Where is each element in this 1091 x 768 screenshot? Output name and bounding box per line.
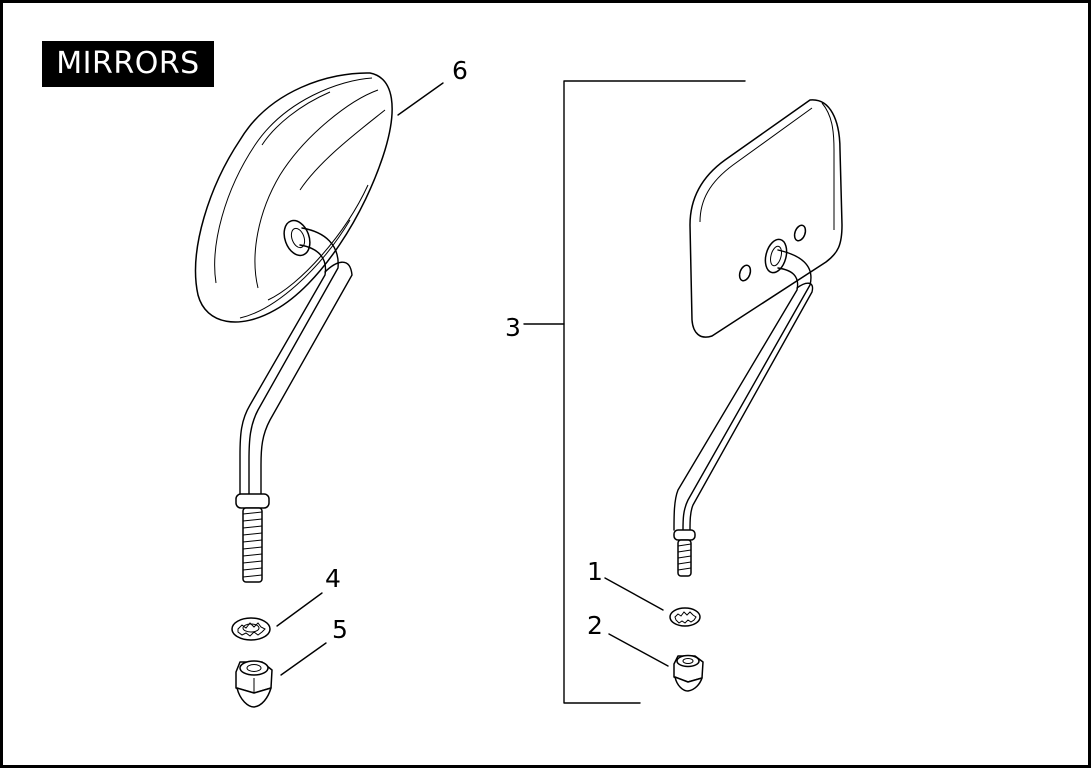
oval-mirror-assembly [194,72,393,583]
callout-1: 1 [587,557,603,586]
mirror-stem [248,227,339,496]
assembly-bracket [523,80,746,704]
callout-5: 5 [332,615,348,644]
callout-2: 2 [587,611,603,640]
callout-3: 3 [505,313,521,342]
rectangular-mirror-assembly [673,99,843,577]
mirror-stem-right [682,249,812,531]
rectangular-mirror-head [689,99,843,338]
page-title: MIRRORS [42,41,214,87]
lock-washer-right [669,607,701,627]
callout-4: 4 [325,564,341,593]
leader-lines [276,82,669,676]
callout-6: 6 [452,56,468,85]
acorn-nut-left [235,660,273,708]
oval-mirror-head [194,72,393,323]
lock-washer-left [231,617,271,641]
acorn-nut-right [673,654,704,692]
